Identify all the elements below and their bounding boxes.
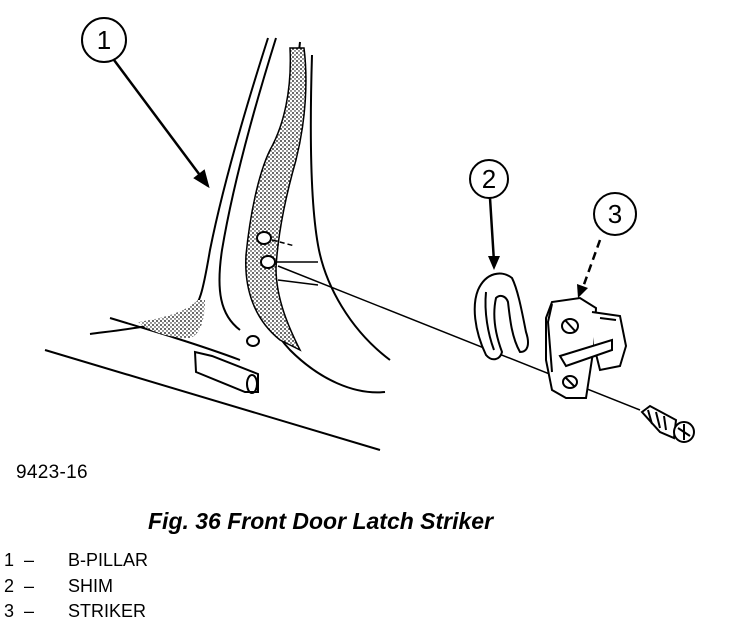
- legend-number: 2: [4, 575, 15, 596]
- callout-1: 1: [81, 17, 210, 189]
- pillar-mount-holes: [256, 231, 276, 269]
- legend-dash: –: [24, 601, 35, 621]
- callout-2: 2: [469, 159, 509, 270]
- latch-striker-diagram: 1 2 3: [44, 17, 695, 451]
- svg-text:1: 1: [97, 25, 111, 55]
- striker: [545, 296, 628, 399]
- legend-item-striker: 3– STRIKER: [4, 599, 148, 625]
- legend-label: B-PILLAR: [68, 550, 149, 570]
- svg-text:3: 3: [608, 199, 622, 229]
- figure-code: 9423-16: [16, 462, 88, 483]
- legend-dash: –: [24, 550, 35, 570]
- legend-label: SHIM: [68, 575, 113, 596]
- striker-screw: [640, 404, 695, 443]
- legend-dash: –: [24, 575, 35, 596]
- callout-3: 3: [577, 192, 637, 298]
- svg-text:2: 2: [482, 164, 496, 194]
- sill-shading: [138, 300, 205, 338]
- legend-number: 1: [4, 550, 15, 570]
- b-pillar-shading: [245, 47, 307, 352]
- legend-number: 3: [4, 601, 15, 621]
- parts-legend: 1–B-PILLAR 2–SHIM 3–STRIKER: [4, 548, 148, 625]
- shim: [473, 272, 529, 361]
- legend-item-shim: 2– SHIM: [4, 574, 148, 600]
- legend-label: STRIKER: [68, 601, 147, 621]
- b-pillar: [44, 37, 391, 451]
- figure-caption: Fig. 36 Front Door Latch Striker: [148, 508, 494, 534]
- legend-item-b-pillar: 1– B-PILLAR: [4, 548, 148, 574]
